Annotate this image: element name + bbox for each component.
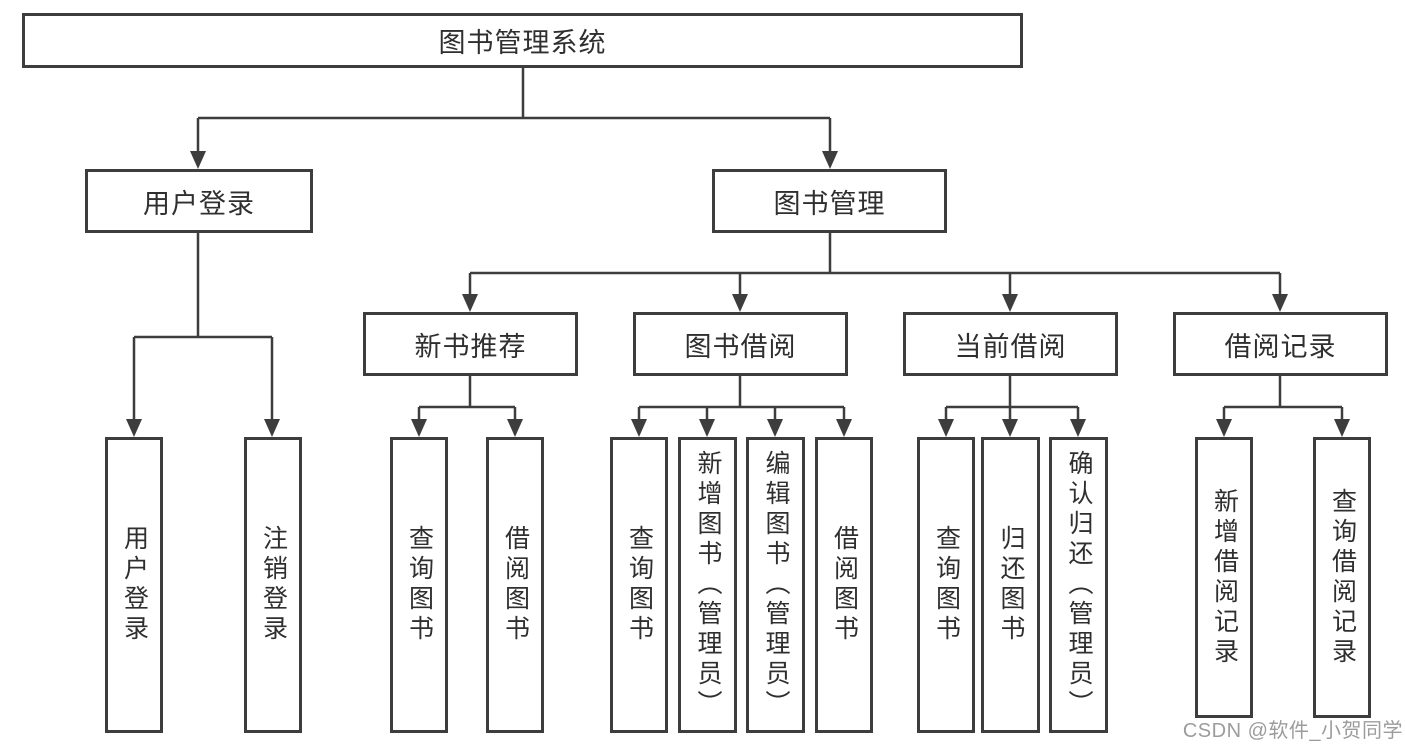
node-label: 查询图书 <box>932 525 961 645</box>
node-label: 注销登录 <box>259 525 288 645</box>
leaf-edit-book-admin: 编辑图书（管理员） <box>746 437 805 733</box>
leaf-return-books: 归还图书 <box>981 437 1040 733</box>
leaf-logout: 注销登录 <box>244 437 302 733</box>
node-label: 借阅记录 <box>1224 331 1337 362</box>
node-label: 归还图书 <box>997 525 1025 645</box>
node-book-borrowing: 图书借阅 <box>633 312 848 376</box>
leaf-query-borrow-record: 查询借阅记录 <box>1313 437 1371 718</box>
node-label: 查询借阅记录 <box>1328 487 1357 668</box>
node-label: 新书推荐 <box>414 331 527 362</box>
leaf-user-login: 用户登录 <box>105 437 163 733</box>
node-label: 图书借阅 <box>684 331 797 362</box>
node-label: 用户登录 <box>120 525 149 645</box>
leaf-borrow-books-2: 借阅图书 <box>815 437 873 733</box>
node-current-borrowing: 当前借阅 <box>903 312 1118 376</box>
leaf-confirm-return-admin: 确认归还（管理员） <box>1049 437 1108 733</box>
node-book-management: 图书管理 <box>712 169 947 233</box>
leaf-borrow-books-1: 借阅图书 <box>486 437 544 733</box>
watermark: CSDN @软件_小贺同学 <box>1182 720 1403 742</box>
node-new-book-recommendation: 新书推荐 <box>363 312 578 376</box>
node-label: 新增借阅记录 <box>1210 487 1239 668</box>
node-label: 确认归还（管理员） <box>1065 450 1093 720</box>
node-label: 借阅图书 <box>830 525 859 645</box>
leaf-add-book-admin: 新增图书（管理员） <box>678 437 737 733</box>
node-user-login: 用户登录 <box>85 169 313 233</box>
node-label: 编辑图书（管理员） <box>762 450 790 720</box>
node-label: 新增图书（管理员） <box>694 450 722 720</box>
node-label: 当前借阅 <box>954 331 1067 362</box>
node-label: 图书管理系统 <box>438 28 607 58</box>
node-borrowing-records: 借阅记录 <box>1173 312 1388 376</box>
node-label: 查询图书 <box>405 525 434 645</box>
node-label: 查询图书 <box>625 525 654 645</box>
leaf-query-books-2: 查询图书 <box>610 437 668 733</box>
node-label: 图书管理 <box>773 188 886 219</box>
leaf-add-borrow-record: 新增借阅记录 <box>1195 437 1253 718</box>
leaf-query-books-3: 查询图书 <box>917 437 975 733</box>
node-label: 借阅图书 <box>501 525 530 645</box>
node-label: 用户登录 <box>143 188 255 219</box>
arrowheads <box>126 151 1350 437</box>
leaf-query-books-1: 查询图书 <box>390 437 448 733</box>
node-library-system: 图书管理系统 <box>22 13 1023 68</box>
